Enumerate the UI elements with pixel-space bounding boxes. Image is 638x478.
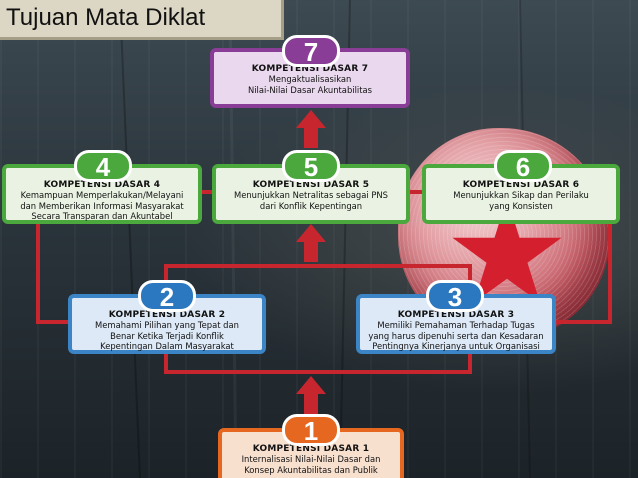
competency-4-line1: Kemampuan Memperlakukan/Melayani [20, 190, 184, 200]
competency-1-number-badge: 1 [282, 414, 340, 446]
competency-4-line2: dan Memberikan Informasi Masyarakat [20, 200, 184, 211]
slide-title: Tujuan Mata Diklat [6, 4, 206, 31]
connector-bottom-loop [164, 352, 472, 374]
slide-title-box: Tujuan Mata Diklat [0, 0, 284, 40]
competency-5-line2: dari Konflik Kepentingan [259, 200, 363, 211]
competency-2-heading: KOMPETENSI DASAR 2 [108, 310, 226, 320]
competency-4-number-badge: 4 [74, 150, 132, 182]
arrow-7-head [296, 110, 326, 128]
star-icon [452, 198, 562, 303]
competency-4-heading: KOMPETENSI DASAR 4 [43, 180, 161, 190]
competency-6-heading: KOMPETENSI DASAR 6 [462, 180, 580, 190]
competency-6-line2: yang Konsisten [489, 200, 553, 211]
competency-3-heading: KOMPETENSI DASAR 3 [397, 310, 515, 320]
competency-1-number: 1 [303, 416, 319, 446]
arrow-1-head [296, 376, 326, 394]
competency-3-line2: yang harus dipenuhi serta dan Kesadaran [368, 330, 544, 341]
competency-3-box: KOMPETENSI DASAR 3 Memiliki Pemahaman Te… [356, 294, 556, 354]
competency-4-number: 4 [95, 152, 111, 182]
connector-3-to-6 [554, 224, 612, 324]
competency-2-line3: Kepentingan Dalam Masyarakat [100, 341, 234, 351]
competency-7-line2: Nilai-Nilai Dasar Akuntabilitas [247, 84, 373, 95]
competency-2-line2: Benar Ketika Terjadi Konflik [110, 330, 224, 341]
competency-7-box: KOMPETENSI DASAR 7 Mengaktualisasikan Ni… [210, 48, 410, 108]
competency-7-number: 7 [303, 37, 319, 67]
arrow-7-shaft [304, 126, 318, 148]
competency-6-number: 6 [515, 152, 531, 182]
competency-5-heading: KOMPETENSI DASAR 5 [252, 180, 370, 190]
arrow-1-shaft [304, 392, 318, 414]
competency-1-line1: Internalisasi Nilai-Nilai Dasar dan [241, 454, 381, 464]
competency-2-number-badge: 2 [138, 280, 196, 312]
connector-2-to-4 [36, 224, 70, 324]
competency-6-number-badge: 6 [494, 150, 552, 182]
arrow-5-head [296, 224, 326, 242]
competency-1-line2: Konsep Akuntabilitas dan Publik [244, 464, 378, 475]
competency-7-line1: Mengaktualisasikan [268, 74, 352, 84]
competency-5-number: 5 [303, 152, 319, 182]
competency-5-number-badge: 5 [282, 150, 340, 182]
arrow-5-shaft [304, 240, 318, 262]
competency-3-number-badge: 3 [426, 280, 484, 312]
competency-3-line3: Pentingnya Kinerjanya untuk Organisasi [372, 341, 540, 351]
competency-2-number: 2 [159, 282, 175, 312]
competency-7-heading: KOMPETENSI DASAR 7 [251, 64, 369, 74]
competency-6-line1: Menunjukkan Sikap dan Perilaku [453, 190, 589, 200]
competency-1-heading: KOMPETENSI DASAR 1 [252, 444, 370, 454]
competency-6-box: KOMPETENSI DASAR 6 Menunjukkan Sikap dan… [422, 164, 620, 224]
competency-7-number-badge: 7 [282, 35, 340, 67]
competency-5-line1: Menunjukkan Netralitas sebagai PNS [234, 190, 388, 200]
competency-3-number: 3 [447, 282, 463, 312]
competency-4-line3: Secara Transparan dan Akuntabel [31, 211, 173, 221]
competency-3-line1: Memiliki Pemahaman Terhadap Tugas [377, 320, 535, 330]
competency-2-line1: Memahami Pilihan yang Tepat dan [95, 320, 239, 330]
